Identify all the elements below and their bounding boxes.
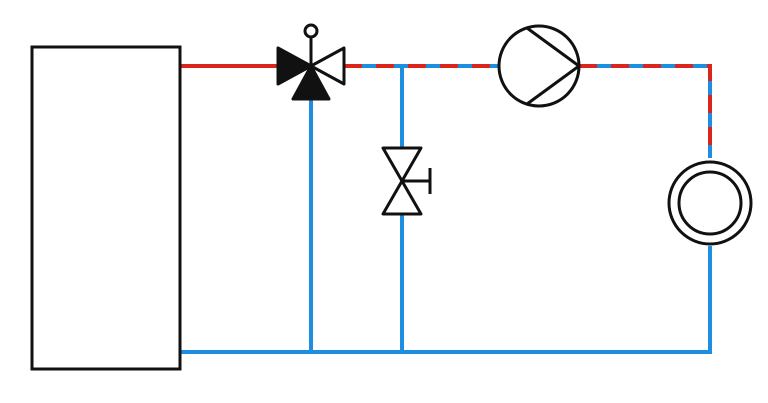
pump-icon (497, 24, 581, 108)
heat-consumer-icon (667, 160, 753, 246)
storage-tank-icon (30, 45, 182, 371)
balancing-valve-icon (381, 146, 432, 216)
three-way-valve-icon (276, 23, 346, 101)
main-return-pipe (181, 246, 712, 354)
return-pipes (181, 66, 712, 354)
mixed-supply-pipe (344, 64, 712, 158)
